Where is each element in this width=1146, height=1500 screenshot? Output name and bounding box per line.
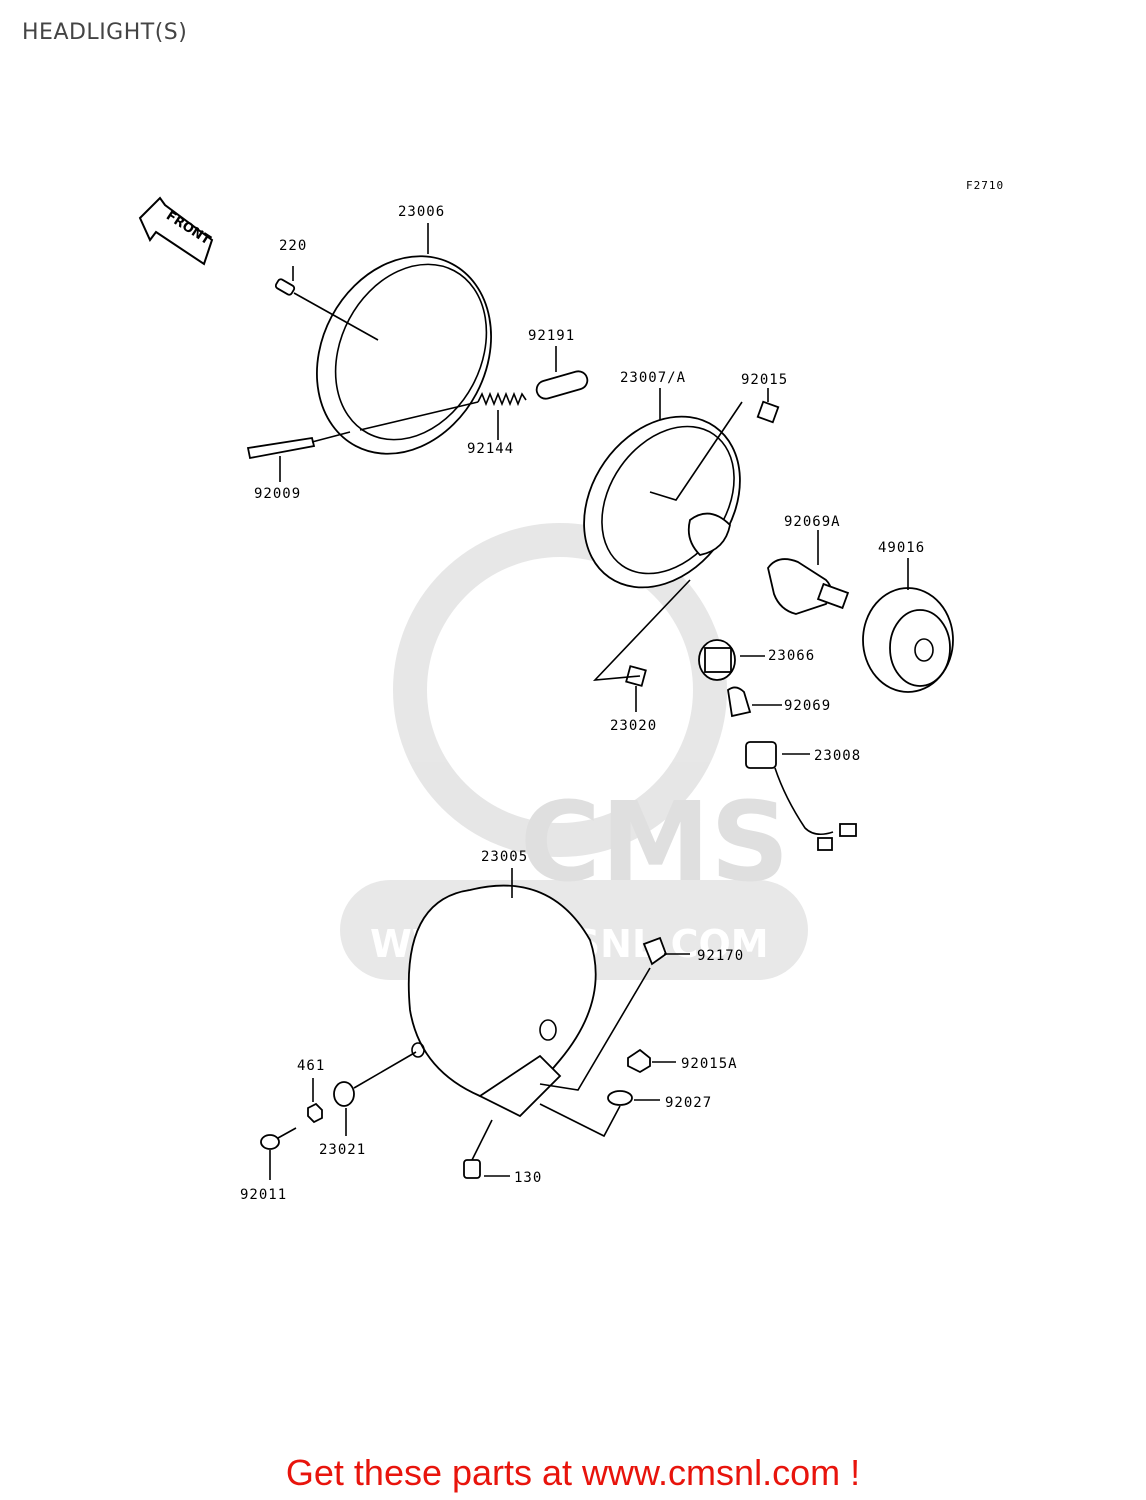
spring-92144 bbox=[359, 391, 527, 440]
part-label-92069[interactable]: 92069 bbox=[784, 698, 831, 714]
clip-23020 bbox=[592, 579, 691, 712]
part-label-23021[interactable]: 23021 bbox=[319, 1142, 366, 1158]
bulb-92069 bbox=[727, 686, 782, 718]
watermark: CMS WWW.CMSNL.COM bbox=[340, 523, 808, 980]
bolt-130 bbox=[463, 1119, 510, 1179]
footer-link[interactable]: www.cmsnl.com bbox=[582, 1452, 841, 1493]
part-label-49016[interactable]: 49016 bbox=[878, 540, 925, 556]
nut-92015 bbox=[649, 388, 780, 501]
part-label-92144[interactable]: 92144 bbox=[467, 441, 514, 457]
part-label-23005[interactable]: 23005 bbox=[481, 849, 528, 865]
part-label-23008[interactable]: 23008 bbox=[814, 748, 861, 764]
part-label-23006[interactable]: 23006 bbox=[398, 204, 445, 220]
grommet-23066 bbox=[698, 639, 765, 681]
part-label-92170[interactable]: 92170 bbox=[697, 948, 744, 964]
socket-23008 bbox=[745, 741, 857, 851]
washer-92027 bbox=[539, 1090, 660, 1138]
footer-prefix: Get these parts at bbox=[285, 1452, 583, 1493]
dust-cover-49016 bbox=[862, 558, 954, 693]
screw-220 bbox=[274, 266, 379, 341]
part-label-23020[interactable]: 23020 bbox=[610, 718, 657, 734]
collar-92191 bbox=[535, 346, 589, 400]
part-label-92027[interactable]: 92027 bbox=[665, 1095, 712, 1111]
bulb-92069A bbox=[767, 530, 850, 615]
figure-code: F2710 bbox=[966, 179, 1004, 192]
headlight-housing bbox=[407, 868, 597, 1118]
page-title: HEADLIGHT(S) bbox=[22, 20, 188, 45]
part-label-92015A[interactable]: 92015A bbox=[681, 1056, 738, 1072]
part-label-92069A[interactable]: 92069A bbox=[784, 514, 841, 530]
grommet-23021 bbox=[333, 1051, 417, 1136]
headlight-rim bbox=[316, 223, 492, 455]
part-label-92191[interactable]: 92191 bbox=[528, 328, 575, 344]
parts-diagram: CMS WWW.CMSNL.COM FRONT F2710 bbox=[138, 179, 1004, 1203]
front-direction-arrow: FRONT bbox=[138, 196, 213, 266]
headlight-unit bbox=[583, 388, 741, 589]
nut-461 bbox=[307, 1078, 323, 1124]
screw-92011 bbox=[260, 1127, 297, 1180]
part-label-92015[interactable]: 92015 bbox=[741, 372, 788, 388]
part-label-461[interactable]: 461 bbox=[297, 1058, 325, 1074]
part-label-23007A[interactable]: 23007/A bbox=[620, 370, 686, 386]
part-label-130[interactable]: 130 bbox=[514, 1170, 542, 1186]
clip-92170 bbox=[539, 936, 690, 1091]
nut-92015A bbox=[627, 1048, 676, 1074]
part-label-92009[interactable]: 92009 bbox=[254, 486, 301, 502]
screw-92009 bbox=[246, 431, 351, 482]
part-label-23066[interactable]: 23066 bbox=[768, 648, 815, 664]
part-label-220[interactable]: 220 bbox=[279, 238, 307, 254]
footer-banner: Get these parts at www.cmsnl.com ! bbox=[0, 1452, 1146, 1494]
watermark-brand: CMS bbox=[520, 778, 789, 906]
footer-suffix: ! bbox=[840, 1452, 861, 1493]
part-label-92011[interactable]: 92011 bbox=[240, 1187, 287, 1203]
